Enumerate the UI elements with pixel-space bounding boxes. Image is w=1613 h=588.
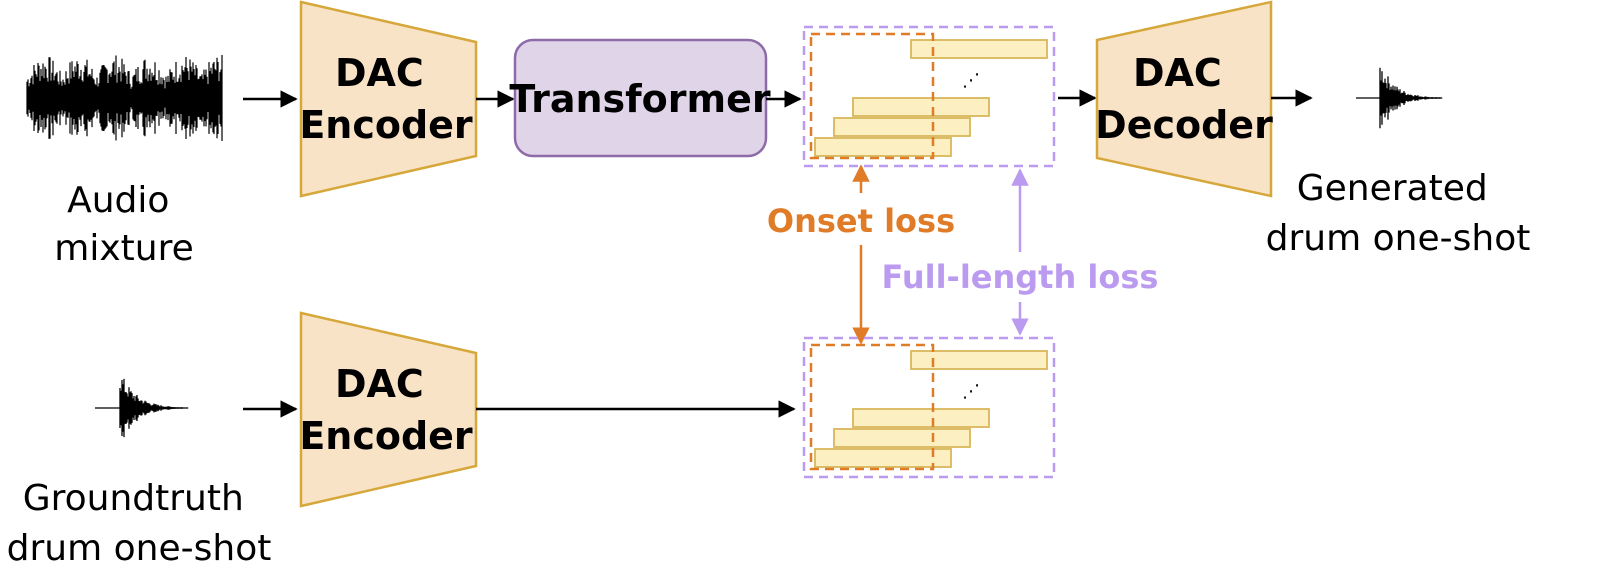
token-bar — [852, 408, 990, 428]
target-token-stack: ⋰ — [802, 336, 1056, 479]
token-bar — [833, 428, 971, 448]
dac-encoder-bottom — [299, 311, 478, 508]
dac-decoder-label: DAC Decoder — [1095, 51, 1273, 147]
generated-token-stack: ⋰ — [802, 25, 1056, 168]
ellipsis-icon: ⋰ — [962, 70, 980, 91]
full-length-region-top — [802, 25, 1056, 168]
audio-mixture-label: Audio mixture — [54, 180, 193, 269]
groundtruth-label: Groundtruth drum one-shot — [7, 478, 272, 569]
full-length-region-bottom — [802, 336, 1056, 479]
token-bar — [833, 117, 971, 137]
dac-encoder-top-label: DAC Encoder — [299, 51, 473, 147]
dac-decoder — [1095, 0, 1273, 198]
onset-region-top — [809, 32, 935, 160]
dac-encoder-bottom-label: DAC Encoder — [299, 362, 473, 458]
token-bar — [910, 350, 1048, 370]
ellipsis-icon: ⋰ — [962, 381, 980, 402]
token-bar — [852, 97, 990, 117]
transformer-label: Transformer — [509, 77, 771, 121]
dac-encoder-top — [299, 0, 478, 198]
drum-one-shot-waveform-icon — [1356, 67, 1443, 129]
onset-region-bottom — [809, 343, 935, 471]
token-bar — [910, 39, 1048, 59]
token-bar — [814, 137, 952, 157]
generated-label: Generated drum one-shot — [1266, 168, 1531, 259]
dense-waveform-icon — [26, 55, 223, 141]
token-bar — [814, 448, 952, 468]
full-length-loss-label: Full-length loss — [882, 258, 1159, 296]
onset-loss-label: Onset loss — [767, 202, 955, 240]
drum-one-shot-waveform-icon — [95, 378, 189, 438]
